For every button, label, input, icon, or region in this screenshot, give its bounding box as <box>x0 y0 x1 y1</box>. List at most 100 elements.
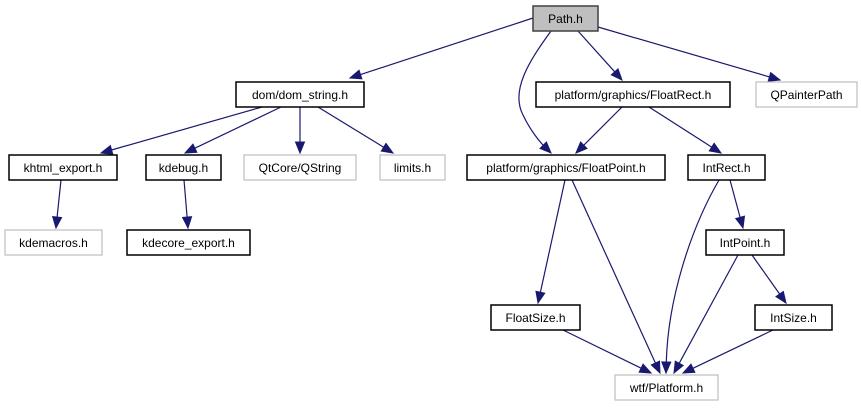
node-box[interactable] <box>145 154 222 181</box>
node-label: QPainterPath <box>770 88 842 102</box>
edge-line <box>729 179 741 218</box>
arrowhead-icon <box>708 142 723 154</box>
node-box[interactable] <box>126 229 251 256</box>
node-box[interactable] <box>754 304 833 331</box>
edge-intrect-to-platform <box>661 179 720 375</box>
node-label: wtf/Platform.h <box>629 381 703 395</box>
node-platform: wtf/Platform.h <box>614 374 719 401</box>
edge-line <box>360 17 534 76</box>
arrowhead-icon <box>51 216 63 230</box>
edge-dom_string-to-khtml_export <box>99 106 263 155</box>
node-box[interactable] <box>535 81 731 108</box>
edge-line <box>56 179 62 218</box>
node-intsize[interactable]: IntSize.h <box>754 304 833 331</box>
node-label: limits.h <box>394 161 431 175</box>
arrowhead-icon <box>767 71 782 82</box>
edge-line <box>751 254 781 295</box>
edge-path-to-dom_string <box>348 17 534 80</box>
edge-line <box>583 106 623 146</box>
node-intrect[interactable]: IntRect.h <box>687 154 766 181</box>
node-box <box>755 81 858 108</box>
nodes-layer: Path.h dom/dom_string.h platform/graphics/… <box>4 5 858 401</box>
node-qpainterpath: QPainterPath <box>755 81 858 108</box>
edge-dom_string-to-limits <box>317 106 395 154</box>
edge-dom_string-to-qstring <box>294 107 306 155</box>
arrowhead-icon <box>638 363 653 374</box>
edge-dom_string-to-kdebug <box>183 106 282 154</box>
node-label: QtCore/QString <box>259 161 342 175</box>
edge-line <box>678 254 739 364</box>
node-label: Path.h <box>548 12 583 26</box>
edges-layer <box>51 17 787 375</box>
node-kdemacros: kdemacros.h <box>4 229 103 256</box>
edge-line <box>648 106 713 148</box>
node-label: FloatSize.h <box>505 311 565 325</box>
node-label: IntPoint.h <box>720 236 771 250</box>
node-box[interactable] <box>532 5 599 32</box>
node-label: dom/dom_string.h <box>252 88 348 102</box>
node-box[interactable] <box>687 154 766 181</box>
node-box <box>4 229 103 256</box>
edge-line <box>539 179 566 293</box>
node-label: kdebug.h <box>159 161 208 175</box>
node-label: kdemacros.h <box>19 236 88 250</box>
node-label: kdecore_export.h <box>142 236 235 250</box>
arrowhead-icon <box>181 216 193 230</box>
arrowhead-icon <box>535 290 546 305</box>
edge-intpoint-to-intsize <box>751 254 787 305</box>
edge-line <box>183 179 188 218</box>
node-label: IntSize.h <box>770 311 817 325</box>
arrowhead-icon <box>661 361 672 375</box>
arrowhead-icon <box>650 360 661 375</box>
arrowhead-icon <box>183 143 198 154</box>
edge-line <box>597 26 770 78</box>
node-khtml_export[interactable]: khtml_export.h <box>8 154 118 181</box>
node-floatsize[interactable]: FloatSize.h <box>490 304 581 331</box>
node-box[interactable] <box>705 229 785 256</box>
edge-floatrect-to-floatpoint <box>575 106 623 154</box>
edge-line <box>562 329 642 369</box>
arrowhead-icon <box>294 141 306 155</box>
node-label: IntRect.h <box>702 161 750 175</box>
edge-line <box>518 30 552 146</box>
arrowhead-icon <box>539 141 552 154</box>
arrowhead-icon <box>610 67 623 81</box>
edge-intrect-to-intpoint <box>729 179 746 230</box>
edge-intpoint-to-platform <box>673 254 739 375</box>
node-box <box>243 154 357 181</box>
node-dom_string[interactable]: dom/dom_string.h <box>235 81 365 108</box>
node-kdecore_export[interactable]: kdecore_export.h <box>126 229 251 256</box>
edge-floatpoint-to-floatsize <box>535 179 566 305</box>
edge-intsize-to-platform <box>681 329 774 374</box>
edge-kdebug-to-kdecore_export <box>181 179 193 230</box>
edge-line <box>665 179 720 363</box>
edge-line <box>194 106 282 149</box>
edge-line <box>571 179 656 364</box>
node-limits: limits.h <box>379 154 446 181</box>
node-box <box>614 374 719 401</box>
node-box[interactable] <box>466 154 666 181</box>
arrowhead-icon <box>99 144 114 155</box>
node-floatpoint[interactable]: platform/graphics/FloatPoint.h <box>466 154 666 181</box>
edge-line <box>111 106 263 151</box>
edge-floatsize-to-platform <box>562 329 653 374</box>
arrowhead-icon <box>681 363 696 374</box>
edge-path-to-floatrect <box>577 30 623 81</box>
edge-path-to-qpainterpath <box>597 26 782 82</box>
node-floatrect[interactable]: platform/graphics/FloatRect.h <box>535 81 731 108</box>
arrowhead-icon <box>673 360 685 375</box>
node-intpoint[interactable]: IntPoint.h <box>705 229 785 256</box>
edge-floatpoint-to-platform <box>571 179 661 375</box>
node-label: platform/graphics/FloatPoint.h <box>486 161 645 175</box>
edge-line <box>692 329 774 369</box>
edge-khtml_export-to-kdemacros <box>51 179 63 230</box>
arrowhead-icon <box>775 290 787 305</box>
node-box[interactable] <box>8 154 118 181</box>
edge-floatrect-to-intrect <box>648 106 723 154</box>
node-path[interactable]: Path.h <box>532 5 599 32</box>
node-box[interactable] <box>490 304 581 331</box>
arrowhead-icon <box>348 69 363 80</box>
node-kdebug[interactable]: kdebug.h <box>145 154 222 181</box>
node-box[interactable] <box>235 81 365 108</box>
